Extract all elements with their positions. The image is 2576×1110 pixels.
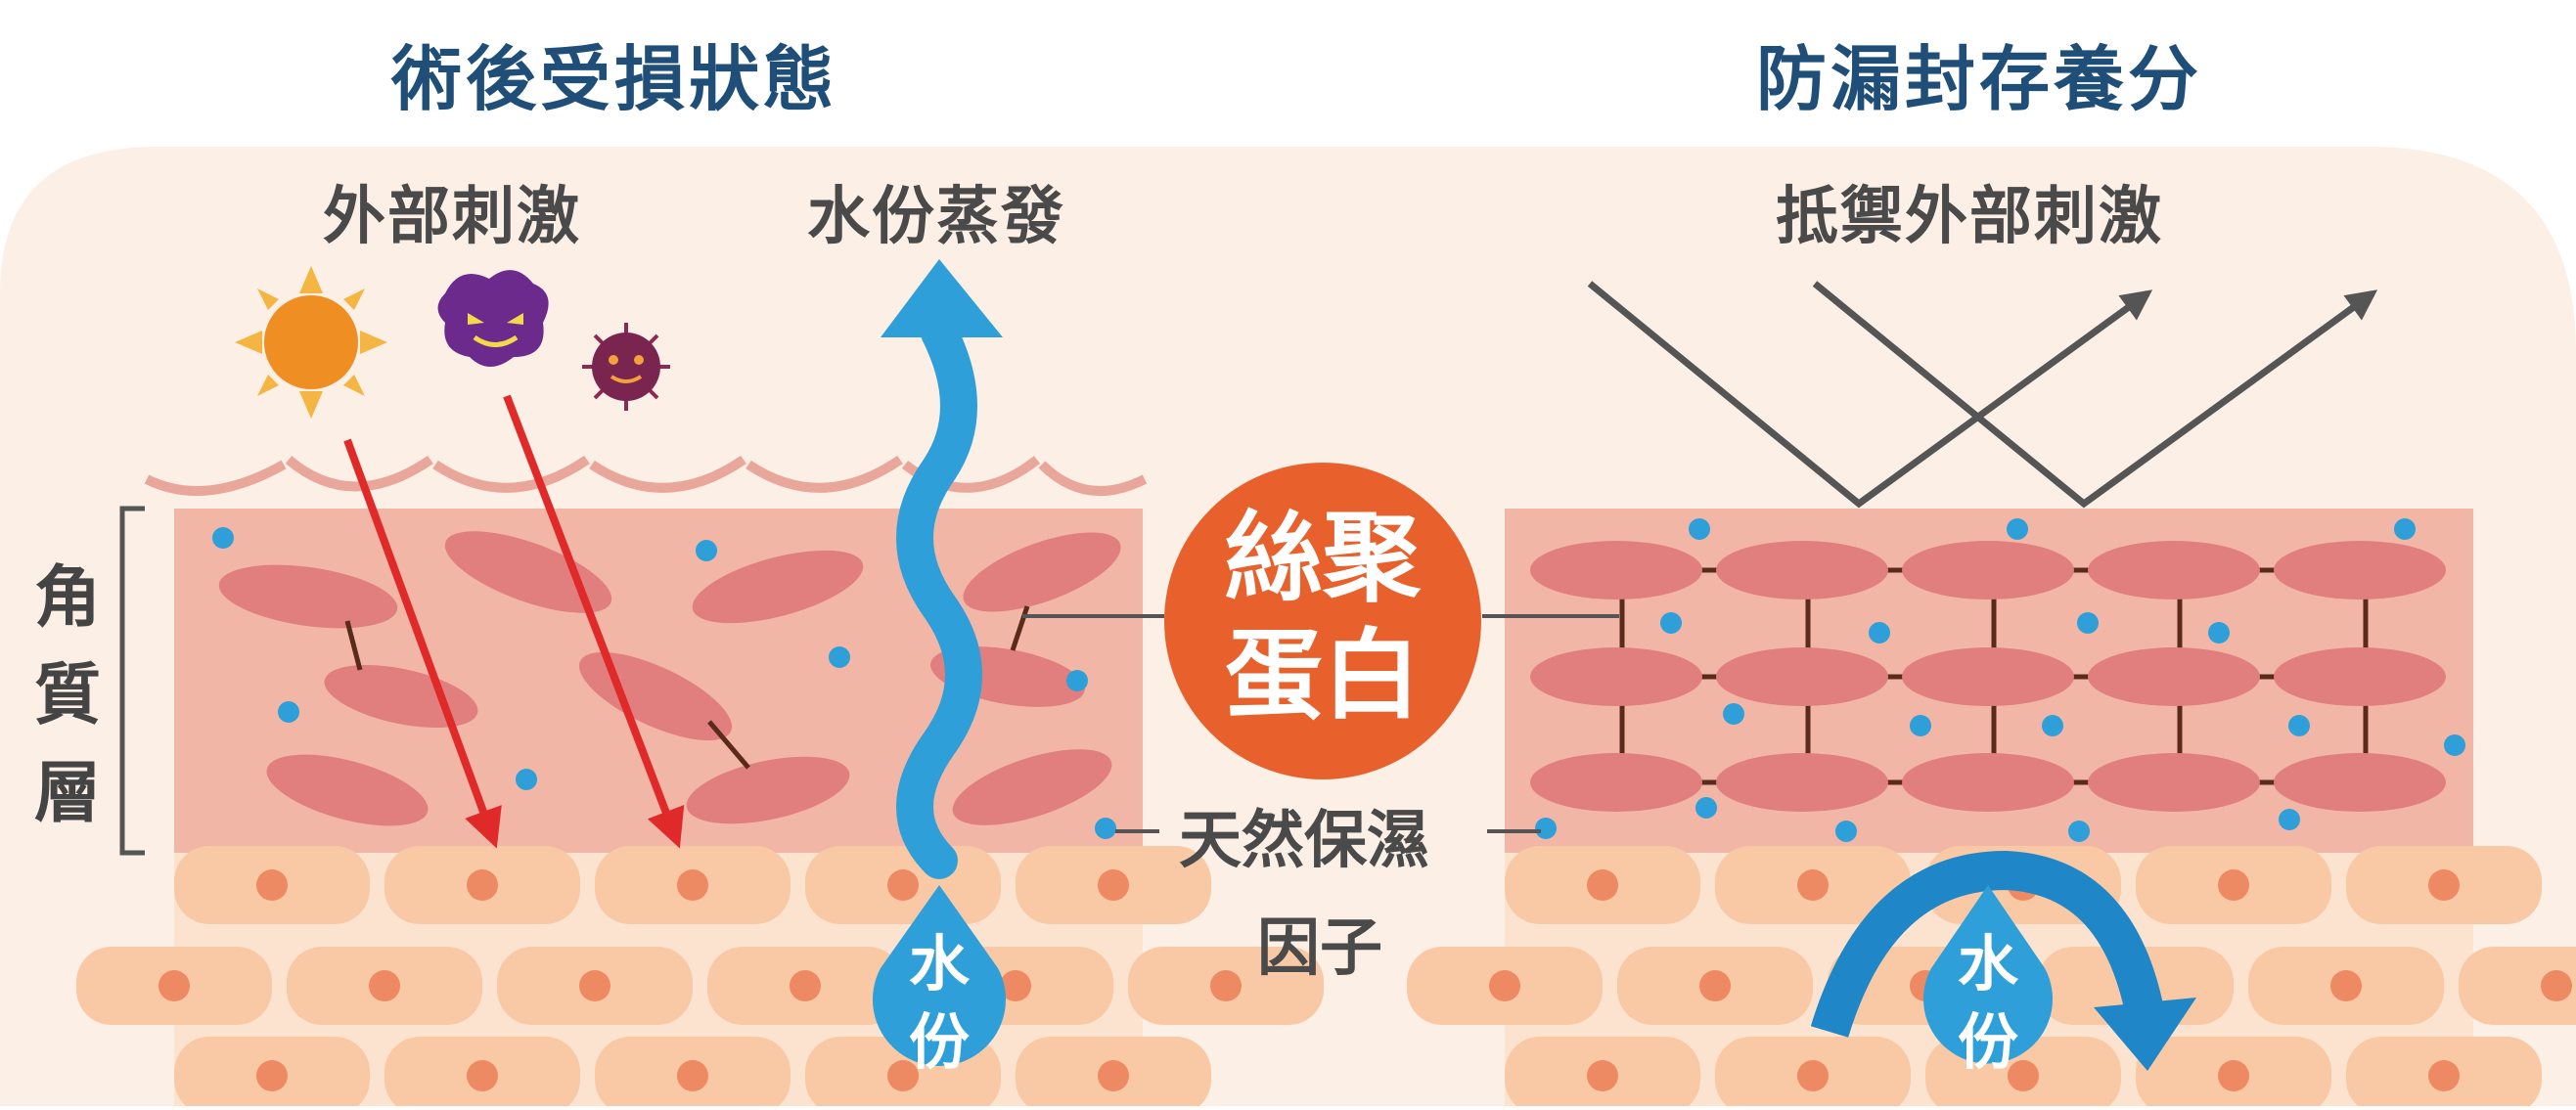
cell-nucleus	[790, 970, 821, 1001]
cell-nucleus	[467, 869, 498, 901]
ordered-cell	[2274, 753, 2446, 812]
cell-nucleus	[1587, 1060, 1618, 1091]
external-stimuli-label: 外部刺激	[323, 166, 581, 256]
cell-nucleus	[2218, 869, 2249, 901]
ordered-cell	[2088, 753, 2260, 812]
water-label-right-2: 份	[1939, 993, 2037, 1081]
ordered-cell	[1530, 541, 1702, 599]
silk-protein-label-1: 絲聚	[1176, 504, 1469, 613]
ordered-cell	[1530, 647, 1702, 706]
cell-nucleus	[2330, 970, 2362, 1001]
ordered-cell	[1716, 647, 1888, 706]
right-ordered-cells	[1530, 541, 2446, 812]
ordered-cell	[1902, 541, 2074, 599]
water-label-left-1: 水	[890, 914, 988, 1002]
cell-nucleus	[1210, 970, 1242, 1001]
cell-nucleus	[1797, 1060, 1829, 1091]
cell-nucleus	[1797, 869, 1829, 901]
ordered-cell	[1902, 753, 2074, 812]
virus-icon	[582, 323, 670, 411]
sun-icon	[235, 266, 387, 419]
cell-nucleus	[158, 970, 190, 1001]
cell-nucleus	[677, 869, 708, 901]
cell-nucleus	[887, 869, 919, 901]
water-label-left-2: 份	[890, 993, 988, 1081]
cell-nucleus	[1489, 970, 1520, 1001]
cell-nucleus	[2428, 1060, 2460, 1091]
cell-nucleus	[256, 869, 288, 901]
ordered-cell	[2088, 541, 2260, 599]
stratum-corneum-label-2: 質	[34, 641, 101, 737]
nmf-label-line2: 因子	[1257, 898, 1382, 988]
ordered-cell	[1902, 647, 2074, 706]
cell-nucleus	[1587, 869, 1618, 901]
right-title: 防漏封存養分	[1756, 22, 2202, 124]
cell-nucleus	[1699, 970, 1731, 1001]
ordered-cell	[2274, 541, 2446, 599]
cell-nucleus	[256, 1060, 288, 1091]
left-title: 術後受損狀態	[391, 22, 837, 124]
resist-external-stimuli-label: 抵禦外部刺激	[1776, 166, 2163, 256]
water-label-right-1: 水	[1939, 914, 2037, 1002]
ordered-cell	[2088, 647, 2260, 706]
stratum-corneum-label-3: 層	[34, 738, 101, 835]
silk-protein-label-2: 蛋白	[1176, 621, 1469, 731]
stratum-corneum-label-1: 角	[34, 543, 101, 640]
cell-nucleus	[579, 970, 610, 1001]
cell-nucleus	[2218, 1060, 2249, 1091]
cell-nucleus	[1098, 1060, 1129, 1091]
ordered-cell	[1716, 541, 1888, 599]
cell-nucleus	[467, 1060, 498, 1091]
cell-nucleus	[2428, 869, 2460, 901]
water-evaporation-label: 水份蒸發	[807, 166, 1065, 256]
cell-nucleus	[369, 970, 400, 1001]
ordered-cell	[1530, 753, 1702, 812]
nmf-label-line1: 天然保濕	[1179, 790, 1429, 880]
ordered-cell	[1716, 753, 1888, 812]
cell-nucleus	[677, 1060, 708, 1091]
cell-nucleus	[1098, 869, 1129, 901]
cell-nucleus	[2541, 970, 2572, 1001]
ordered-cell	[2274, 647, 2446, 706]
